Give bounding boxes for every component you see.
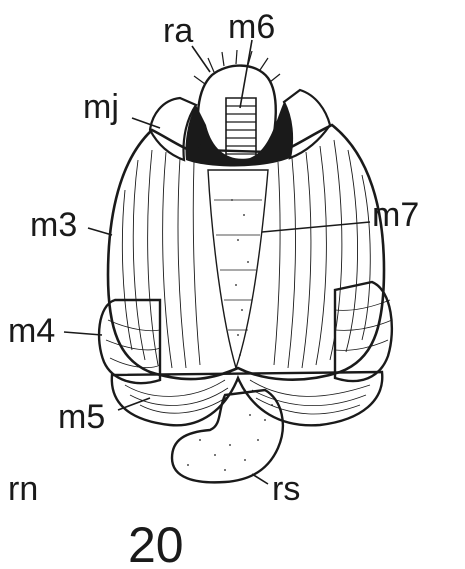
leader-mj — [132, 118, 160, 128]
lower-lobe-lines — [125, 380, 370, 414]
leader-m5 — [118, 398, 150, 410]
leader-m4 — [64, 332, 102, 335]
leader-m7 — [262, 222, 370, 232]
label-m7: m7 — [372, 196, 419, 234]
label-mj: mj — [83, 88, 119, 126]
m6-ribs — [226, 106, 256, 154]
label-m6: m6 — [228, 8, 275, 46]
label-m4: m4 — [8, 312, 55, 350]
bulge-lines — [106, 300, 392, 368]
leader-m3 — [88, 228, 112, 235]
figure-number: 20 — [128, 517, 184, 569]
central-column-lines — [214, 200, 262, 330]
leader-ra — [192, 46, 210, 72]
label-ra: ra — [163, 12, 193, 50]
leader-rs — [252, 474, 268, 484]
label-rn: rn — [8, 470, 38, 508]
label-m3: m3 — [30, 206, 77, 244]
label-m5: m5 — [58, 398, 105, 436]
label-rs: rs — [272, 470, 300, 508]
organ-drawing — [99, 50, 392, 482]
